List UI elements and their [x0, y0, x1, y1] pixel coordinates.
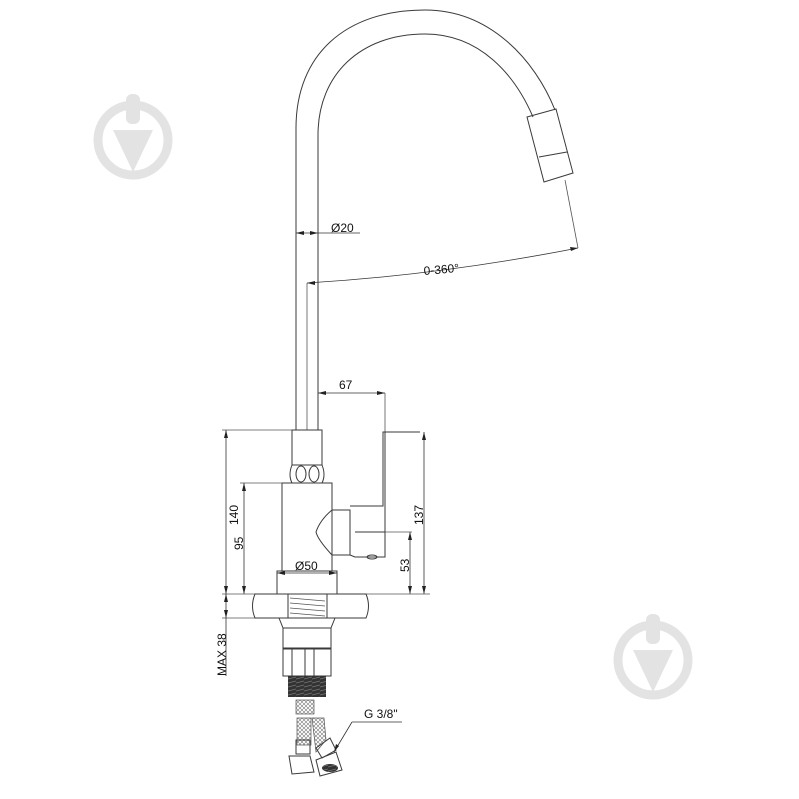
- trowel-in-circle-icon: [93, 94, 173, 180]
- base-diameter-dimension: Ø50: [277, 559, 337, 575]
- svg-text:Ø20: Ø20: [331, 221, 354, 235]
- supply-hoses: [288, 717, 343, 777]
- faucet-body: [276, 429, 420, 595]
- mounting-hardware: [278, 617, 336, 715]
- handle-height-dimension: 137: [412, 432, 426, 594]
- svg-text:G 3/8": G 3/8": [364, 707, 398, 721]
- lever-height-dimension: 53: [385, 531, 412, 594]
- svg-text:0-360°: 0-360°: [423, 261, 460, 278]
- spout: [295, 9, 579, 430]
- svg-text:53: 53: [398, 558, 412, 572]
- svg-text:67: 67: [339, 378, 353, 392]
- svg-text:MAX 38: MAX 38: [215, 633, 229, 676]
- body-height-dimension: 95: [232, 482, 282, 594]
- total-height-dimension: 140: [222, 429, 292, 594]
- svg-text:Ø50: Ø50: [295, 559, 318, 573]
- thread-callout: G 3/8": [333, 707, 402, 753]
- rotation-dimension: 0-360°: [306, 247, 579, 430]
- countertop-section: [252, 593, 369, 619]
- handle-offset-dimension: 67: [318, 378, 386, 432]
- svg-text:140: 140: [227, 505, 241, 525]
- svg-text:95: 95: [232, 536, 246, 550]
- svg-text:137: 137: [412, 505, 426, 525]
- max-countertop-dimension: MAX 38: [215, 594, 229, 676]
- trowel-in-circle-icon: [613, 614, 693, 700]
- spout-diameter-dimension: Ø20: [296, 221, 360, 235]
